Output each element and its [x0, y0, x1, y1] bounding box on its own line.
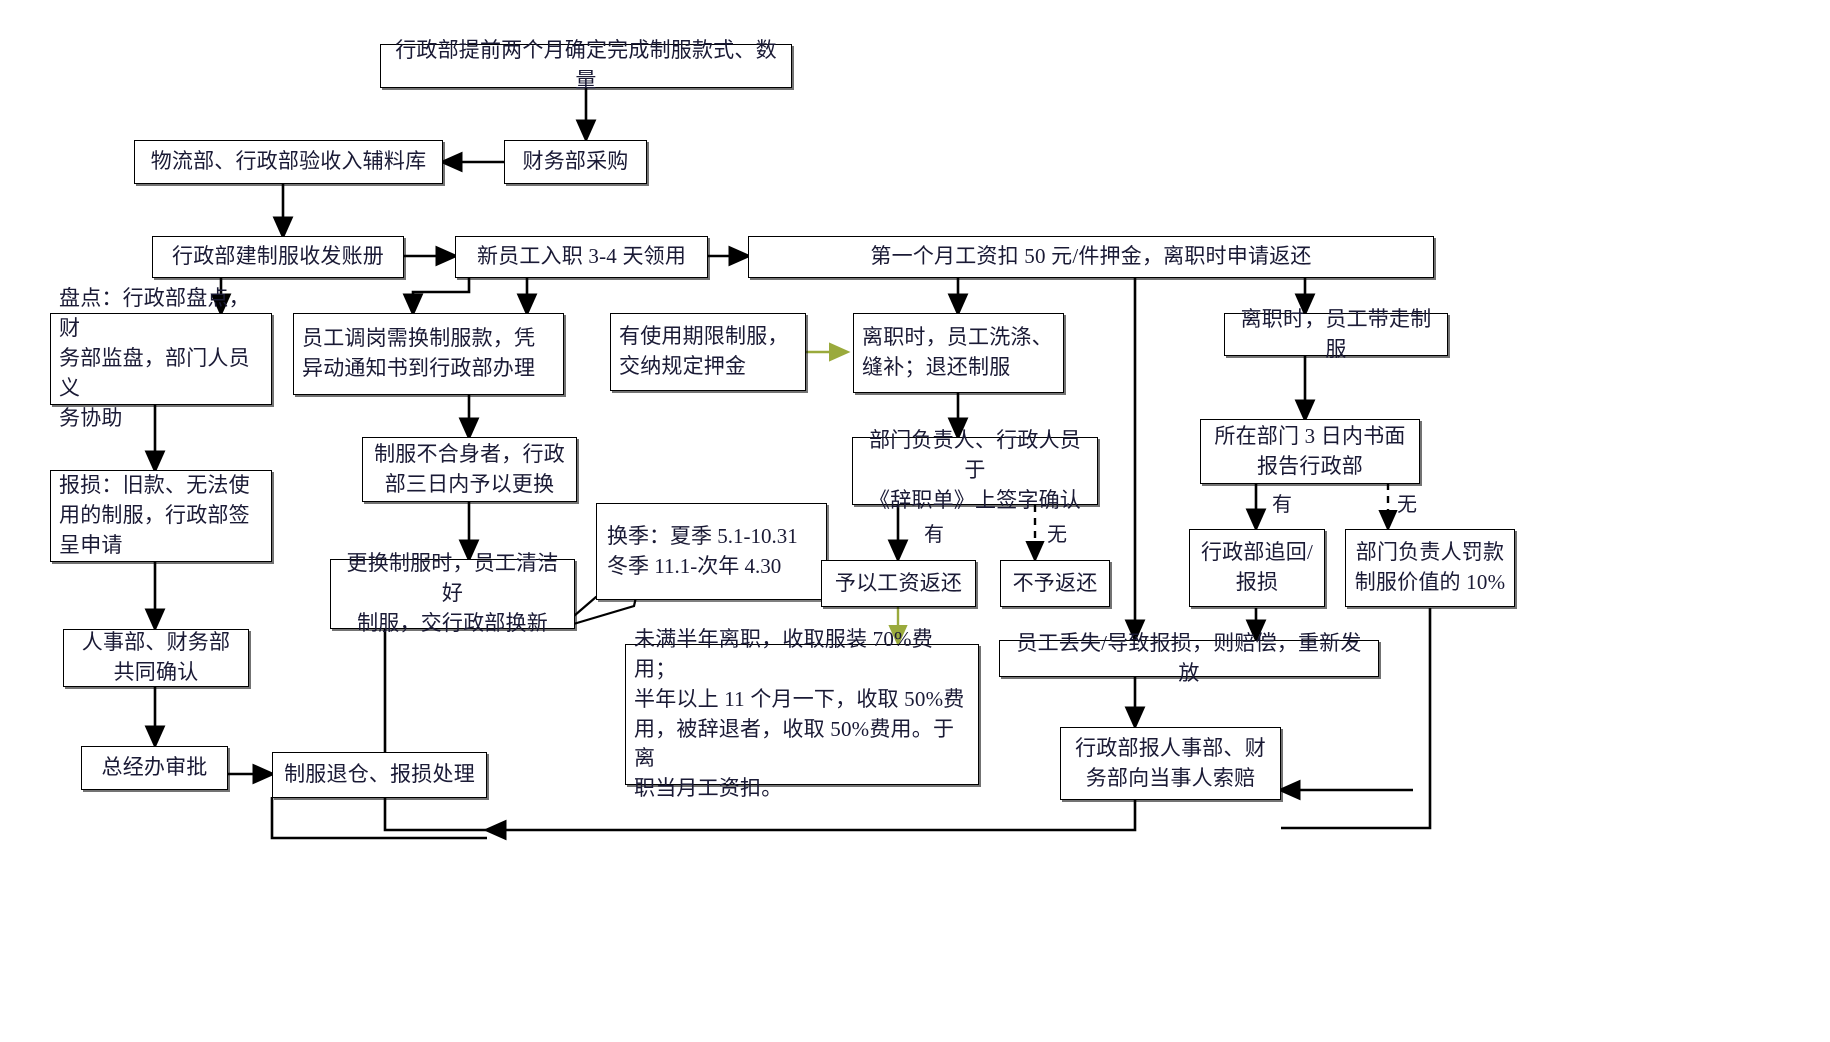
edge-label-you-1: 有: [924, 524, 944, 546]
node-admin-ledger[interactable]: 行政部建制服收发账册: [152, 236, 404, 278]
node-uniform-not-fit[interactable]: 制服不合身者，行政 部三日内予以更换: [362, 437, 577, 502]
edge-label-wu-2: 无: [1397, 494, 1417, 516]
node-dept-head-fine[interactable]: 部门负责人罚款 制服价值的 10%: [1345, 529, 1515, 607]
node-employee-loss-compensate[interactable]: 员工丢失/导致报损，则赔偿，重新发放: [999, 631, 1379, 685]
node-finance-purchase[interactable]: 财务部采购: [504, 140, 647, 184]
edge-label-wu-1: 无: [1047, 524, 1067, 546]
node-inventory-count[interactable]: 盘点：行政部盘点，财 务部监盘，部门人员义 务协助: [50, 286, 272, 430]
edge-label-you-2: 有: [1272, 494, 1292, 516]
node-admin-claim[interactable]: 行政部报人事部、财 务部向当事人索赔: [1060, 727, 1281, 800]
node-uniform-return-scrap[interactable]: 制服退仓、报损处理: [272, 752, 487, 798]
node-admin-recover[interactable]: 行政部追回/ 报损: [1189, 529, 1325, 607]
node-dept-report-3days[interactable]: 所在部门 3 日内书面 报告行政部: [1200, 419, 1420, 484]
node-gm-office-approval[interactable]: 总经办审批: [81, 746, 228, 790]
node-hr-finance-confirm[interactable]: 人事部、财务部 共同确认: [63, 629, 249, 687]
node-resign-fee-rules[interactable]: 未满半年离职，收取服装 70%费用； 半年以上 11 个月一下，收取 50%费 …: [625, 627, 979, 800]
node-salary-refund[interactable]: 予以工资返还: [821, 560, 976, 607]
node-first-month-deposit[interactable]: 第一个月工资扣 50 元/件押金，离职时申请返还: [748, 236, 1434, 278]
node-logistics-admin-receive[interactable]: 物流部、行政部验收入辅料库: [134, 140, 443, 184]
node-uniform-style-decision[interactable]: 行政部提前两个月确定完成制服款式、数量: [380, 38, 792, 92]
node-new-employee-issue[interactable]: 新员工入职 3-4 天领用: [455, 236, 708, 278]
node-scrap-report[interactable]: 报损：旧款、无法使 用的制服，行政部签 呈申请: [50, 470, 272, 562]
node-clean-before-exchange[interactable]: 更换制服时，员工清洁好 制服，交行政部换新: [330, 551, 575, 635]
node-resign-take-uniform[interactable]: 离职时，员工带走制服: [1224, 307, 1448, 361]
node-limited-term-uniform[interactable]: 有使用期限制服， 交纳规定押金: [610, 313, 806, 391]
season-change-text: 换季：夏季 5.1-10.31 冬季 11.1-次年 4.30: [607, 523, 798, 578]
node-dept-head-sign[interactable]: 部门负责人、行政人员于 《辞职单》上签字确认: [852, 428, 1098, 512]
node-transfer-change-uniform[interactable]: 员工调岗需换制服款，凭 异动通知书到行政部办理: [293, 313, 564, 395]
node-season-change-callout[interactable]: 换季：夏季 5.1-10.31 冬季 11.1-次年 4.30: [596, 503, 827, 600]
node-no-refund[interactable]: 不予返还: [1000, 560, 1110, 607]
node-resign-wash-return[interactable]: 离职时，员工洗涤、 缝补；退还制服: [853, 313, 1064, 393]
